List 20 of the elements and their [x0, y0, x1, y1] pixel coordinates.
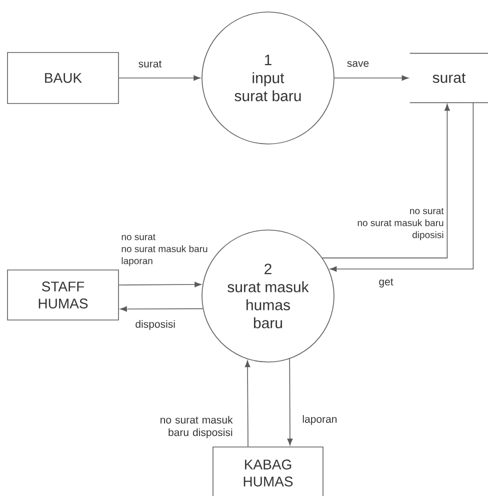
arrow — [287, 358, 293, 446]
arrow — [244, 360, 250, 447]
edge-label: save — [347, 61, 369, 67]
arrow — [330, 102, 474, 272]
edge-label: no surat no surat masuk baru diposisi — [358, 208, 444, 240]
arrow — [118, 75, 200, 81]
edge-label: disposisi — [136, 320, 175, 330]
data-store: surat — [409, 52, 488, 104]
edge-label: get — [379, 278, 394, 288]
entity-box: KABAG HUMAS — [212, 446, 324, 496]
arrow — [322, 104, 450, 258]
arrow — [118, 282, 202, 288]
arrow — [334, 75, 409, 81]
entity-box: BAUK — [7, 52, 119, 104]
entity-box: STAFF HUMAS — [7, 270, 119, 320]
edge-label: laporan — [302, 415, 337, 425]
edge-label: no surat no surat masuk baru laporan — [122, 234, 208, 266]
edge-label: surat — [138, 60, 162, 68]
edge-label: no surat masuk baru disposisi — [160, 416, 233, 438]
arrow — [120, 306, 204, 312]
